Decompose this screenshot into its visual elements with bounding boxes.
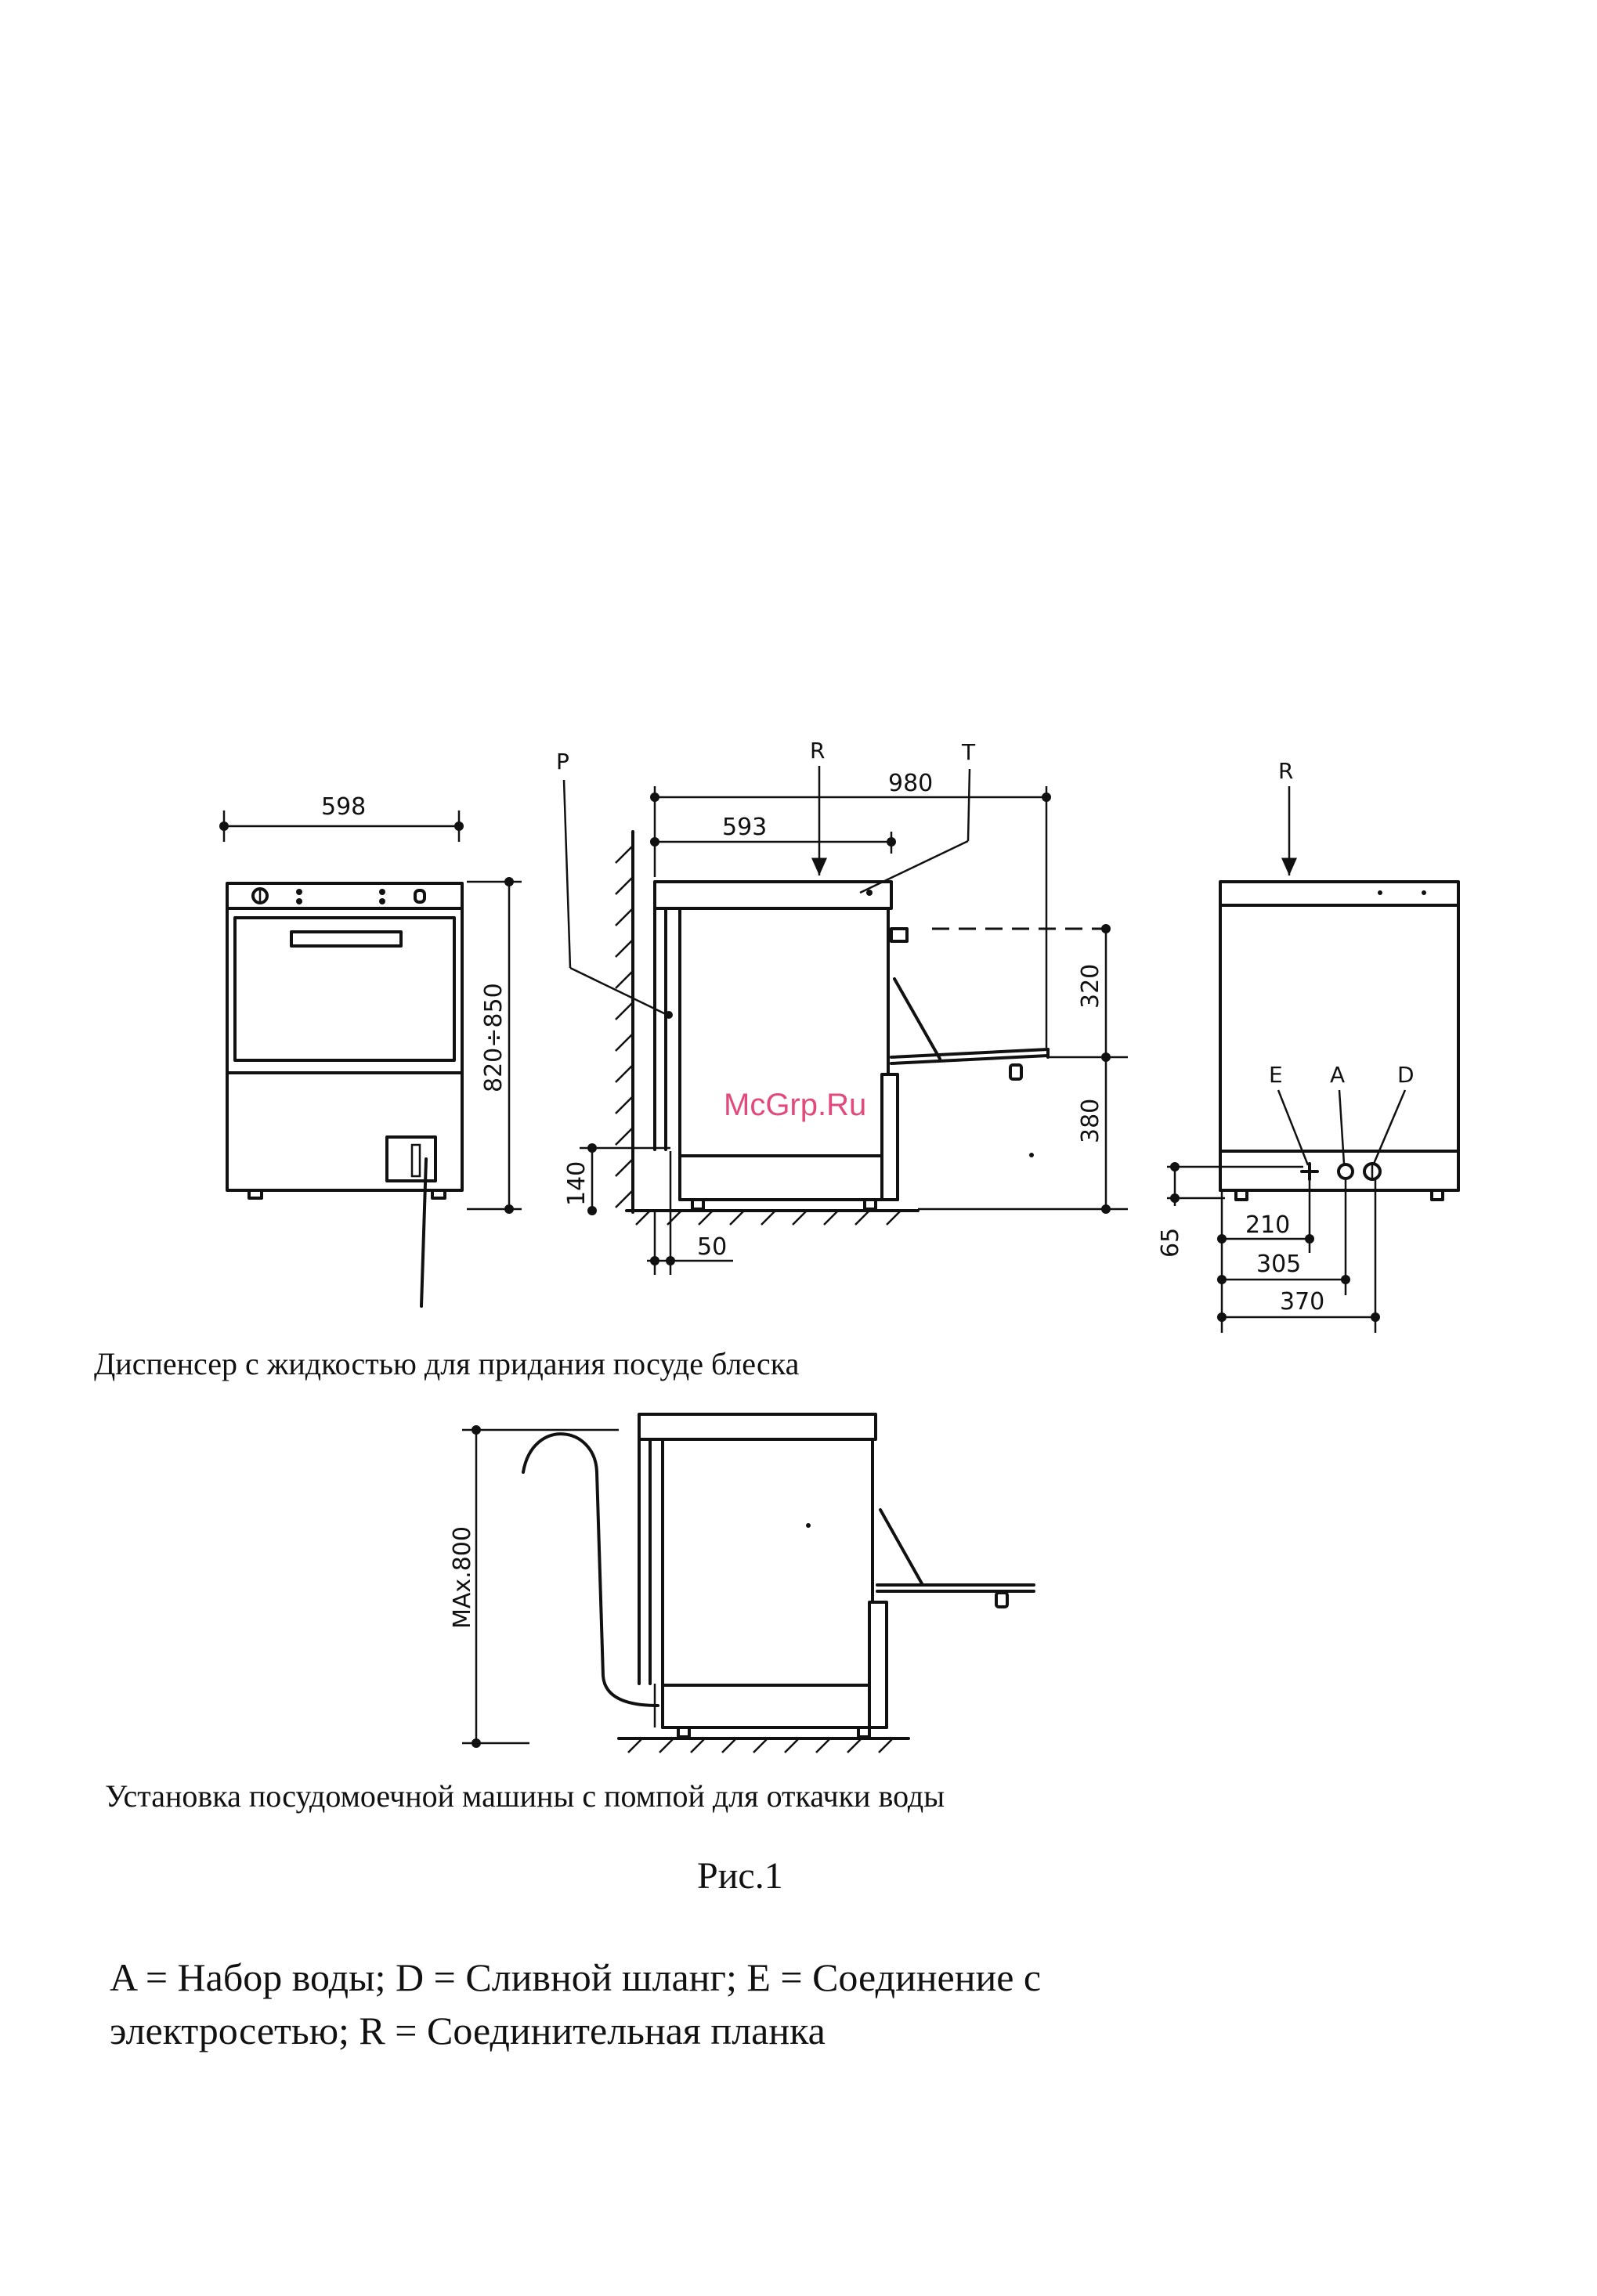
connector-a-symbol [1339,1164,1353,1179]
rear-view: R E A D 65 [1157,758,1458,1333]
rear-height-65: 65 [1157,1228,1184,1258]
connector-a-label: A [1330,1062,1345,1088]
figure-label: Рис.1 [697,1854,783,1897]
front-height-label: 820÷850 [480,983,508,1092]
legend-line-2: электросетью; R = Соединительная планка [110,2008,826,2053]
side-depth-total: 980 [888,770,933,797]
legend-line-1: A = Набор воды; D = Сливной шланг; E = С… [110,1955,1041,2000]
side-height-base: 140 [563,1161,591,1206]
callout-r-rear: R [1278,758,1293,784]
side-offset-wall: 50 [697,1233,727,1261]
side-view: P R T 980 593 320 380 [556,738,1128,1275]
front-width-label: 598 [321,793,366,821]
front-view: 598 820÷850 [219,793,522,1306]
caption-dispenser: Диспенсер с жидкостью для придания посуд… [94,1345,799,1382]
rear-dist-e: 210 [1245,1211,1290,1239]
pump-max-height: MAx.800 [449,1526,476,1629]
watermark: McGrp.Ru [724,1088,866,1122]
connector-e-label: E [1269,1062,1283,1088]
connector-e-symbol [1302,1164,1317,1179]
connector-d-label: D [1397,1062,1415,1088]
callout-t: T [961,739,976,765]
rear-dist-a: 305 [1256,1251,1301,1278]
side-height-lower: 380 [1077,1099,1104,1143]
callout-p: P [556,749,569,774]
side-height-upper: 320 [1077,964,1104,1009]
side-depth-body: 593 [722,814,767,841]
pump-view: MAx.800 [449,1414,1034,1753]
rear-dist-d: 370 [1280,1288,1324,1316]
callout-r-side: R [810,738,825,764]
caption-pump: Установка посудомоечной машины с помпой … [105,1778,945,1814]
